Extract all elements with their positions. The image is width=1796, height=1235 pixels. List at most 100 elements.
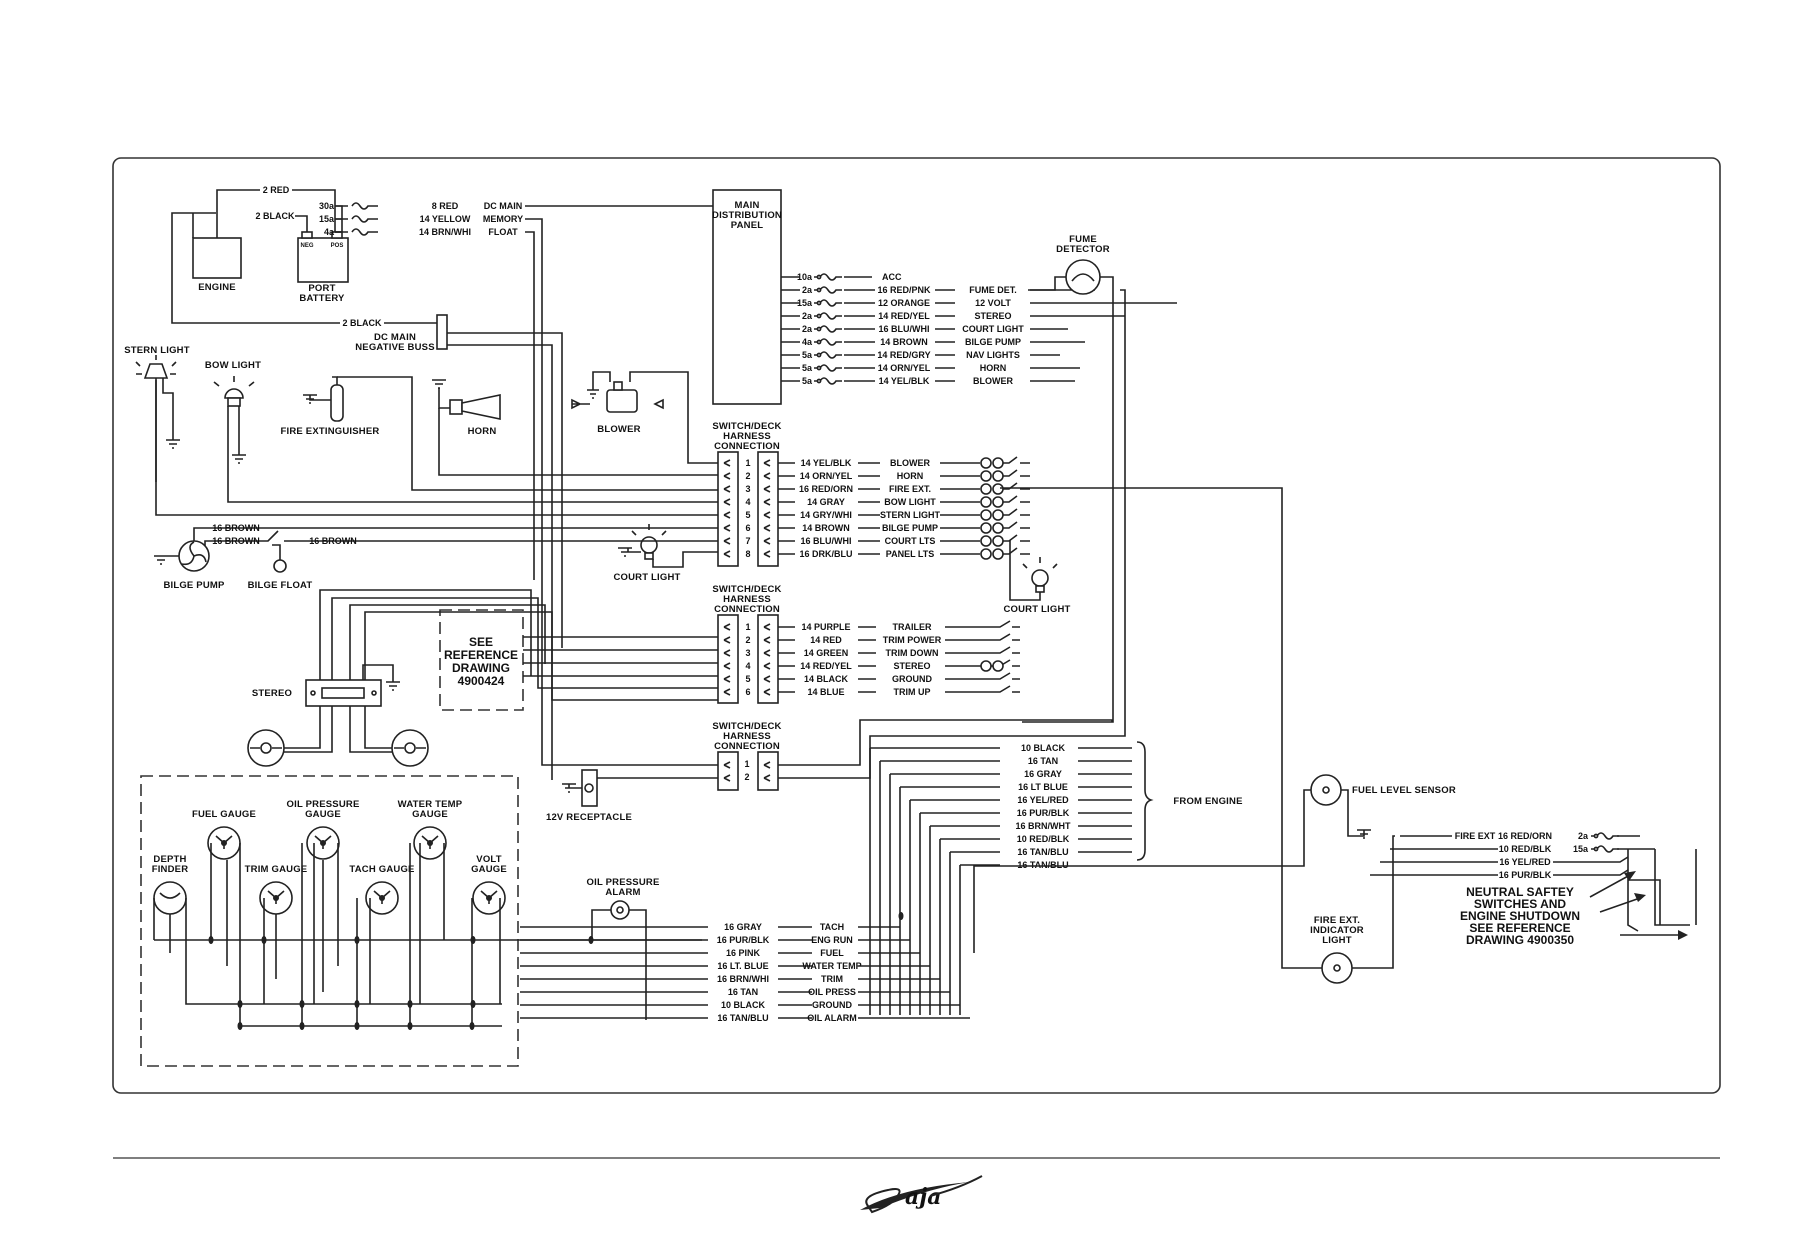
h1-dest-4: STERN LIGHT bbox=[880, 510, 941, 520]
panel-fuse-0: 10a bbox=[797, 272, 813, 282]
h2-wire-5: 14 BLUE bbox=[807, 687, 844, 697]
main-distribution-panel: MAIN DISTRIBUTION PANEL bbox=[712, 189, 782, 405]
panel-dest-2: 12 VOLT bbox=[975, 298, 1011, 308]
harness-3: SWITCH/DECK HARNESS CONNECTION 1 2 bbox=[712, 721, 781, 791]
stern-light-label: STERN LIGHT bbox=[124, 345, 190, 356]
h2-pin-4: 4 bbox=[745, 661, 750, 671]
panel-wire-6: 14 RED/GRY bbox=[877, 350, 930, 360]
panel-fuse-2: 15a bbox=[797, 298, 813, 308]
panel-label-1: MAIN bbox=[734, 200, 759, 211]
engine-wire-7: 10 RED/BLK bbox=[1017, 834, 1070, 844]
pos-terminal-label: POS bbox=[331, 243, 344, 249]
engine-wire-1: 16 TAN bbox=[1028, 756, 1058, 766]
bilge-float-label: BILGE FLOAT bbox=[248, 580, 313, 591]
gauge-cluster-box bbox=[140, 775, 519, 1067]
bilge-float: BILGE FLOAT bbox=[248, 530, 313, 591]
buss-label-2: NEGATIVE BUSS bbox=[355, 342, 435, 353]
h2-wire-3: 14 RED/YEL bbox=[800, 661, 852, 671]
depth-finder-label-1: FINDER bbox=[152, 864, 189, 875]
engine-block: ENGINE bbox=[192, 237, 242, 293]
h1-wire-2: 16 RED/ORN bbox=[799, 484, 853, 494]
see-ref-1: SEE bbox=[469, 635, 493, 649]
right-wire-1: 10 RED/BLK bbox=[1499, 844, 1552, 854]
see-reference-box: SEE REFERENCE DRAWING 4900424 bbox=[439, 609, 524, 711]
dest-memory: MEMORY bbox=[483, 214, 523, 224]
court-light-left-label: COURT LIGHT bbox=[613, 572, 680, 583]
fuel-level-sensor: FUEL LEVEL SENSOR bbox=[973, 774, 1456, 953]
diagram-frame bbox=[112, 157, 1721, 1094]
oil-pressure-gauge-label-1: GAUGE bbox=[305, 809, 341, 820]
panel-wire-1: 16 RED/PNK bbox=[877, 285, 931, 295]
h3-pin-2: 2 bbox=[744, 772, 749, 782]
neutral-note-4: SEE REFERENCE bbox=[1469, 921, 1570, 935]
h1-wire-0: 14 YEL/BLK bbox=[801, 458, 852, 468]
panel-wire-7: 14 ORN/YEL bbox=[878, 363, 931, 373]
harness1-title-2: HARNESS bbox=[723, 431, 771, 442]
panel-wire-4: 16 BLU/WHI bbox=[878, 324, 929, 334]
gauge-dest-4: TRIM bbox=[821, 974, 843, 984]
bilge-pump: BILGE PUMP bbox=[154, 540, 225, 591]
h1-pin-2: 2 bbox=[745, 471, 750, 481]
h2-dest-5: TRIM UP bbox=[894, 687, 931, 697]
fume-label-1: FUME bbox=[1069, 234, 1097, 245]
wire-16-brown-b: 16 BROWN bbox=[212, 536, 260, 546]
panel-fuse-8: 5a bbox=[802, 376, 813, 386]
stern-light: STERN LIGHT bbox=[124, 345, 190, 482]
h1-wire-7: 16 DRK/BLU bbox=[799, 549, 852, 559]
12v-receptacle: 12V RECEPTACLE bbox=[546, 769, 632, 823]
h1-wire-5: 14 BROWN bbox=[802, 523, 850, 533]
h2-pin-5: 5 bbox=[745, 674, 750, 684]
h1-wire-3: 14 GRAY bbox=[807, 497, 845, 507]
wire-label-2-black: 2 BLACK bbox=[255, 211, 295, 221]
h2-dest-2: TRIM DOWN bbox=[886, 648, 939, 658]
harness3-title-2: HARNESS bbox=[723, 731, 771, 742]
see-ref-3: DRAWING bbox=[452, 661, 510, 675]
horn: HORN bbox=[432, 379, 501, 437]
panel-dest-5: BILGE PUMP bbox=[965, 337, 1021, 347]
battery-label-1: PORT bbox=[308, 283, 335, 294]
fuse-15a: 15a bbox=[319, 214, 335, 224]
gauge-dest-5: OIL PRESS bbox=[808, 987, 856, 997]
blower: BLOWER bbox=[571, 371, 664, 435]
fire-ext-label-2: INDICATOR bbox=[1310, 925, 1364, 936]
wire-14-yellow: 14 YELLOW bbox=[420, 214, 471, 224]
court-light-right-label: COURT LIGHT bbox=[1003, 604, 1070, 615]
gauge-wire-3: 16 LT. BLUE bbox=[717, 961, 768, 971]
gauge-wire-5: 16 TAN bbox=[728, 987, 758, 997]
h2-wire-1: 14 RED bbox=[810, 635, 842, 645]
from-engine-label: FROM ENGINE bbox=[1173, 796, 1242, 807]
panel-fuse-7: 5a bbox=[802, 363, 813, 373]
h1-dest-1: HORN bbox=[897, 471, 924, 481]
right-wire-3: 16 PUR/BLK bbox=[1499, 870, 1552, 880]
gauge-dest-6: GROUND bbox=[812, 1000, 852, 1010]
port-battery: NEG POS PORT BATTERY bbox=[297, 231, 349, 304]
wire-label-2-red: 2 RED bbox=[263, 185, 290, 195]
harness1-title-1: SWITCH/DECK bbox=[712, 421, 781, 432]
oil-pressure-gauge-label-0: OIL PRESSURE bbox=[287, 799, 360, 810]
oil-alarm-label-1: OIL PRESSURE bbox=[587, 877, 660, 888]
panel-dest-0: ACC bbox=[882, 272, 902, 282]
engine-wire-0: 10 BLACK bbox=[1021, 743, 1066, 753]
h1-pin-8: 8 bbox=[745, 549, 750, 559]
bilge-pump-label: BILGE PUMP bbox=[163, 580, 225, 591]
neutral-note-2: SWITCHES AND bbox=[1474, 897, 1567, 911]
wire-14-brnwhi: 14 BRN/WHI bbox=[419, 227, 471, 237]
panel-dest-6: NAV LIGHTS bbox=[966, 350, 1020, 360]
wire-16-brown-c: 16 BROWN bbox=[309, 536, 357, 546]
h1-pin-7: 7 bbox=[745, 536, 750, 546]
engine-wire-6: 16 BRN/WHT bbox=[1015, 821, 1071, 831]
gauge-wire-7: 16 TAN/BLU bbox=[717, 1013, 768, 1023]
panel-fuse-4: 2a bbox=[802, 324, 813, 334]
water-temp-gauge-label-0: WATER TEMP bbox=[398, 799, 463, 810]
volt-gauge-label-1: GAUGE bbox=[471, 864, 507, 875]
h1-dest-7: PANEL LTS bbox=[886, 549, 935, 559]
gauge-wire-4: 16 BRN/WHI bbox=[717, 974, 769, 984]
harness2-title-1: SWITCH/DECK bbox=[712, 584, 781, 595]
panel-wire-2: 12 ORANGE bbox=[878, 298, 930, 308]
h1-pin-3: 3 bbox=[745, 484, 750, 494]
